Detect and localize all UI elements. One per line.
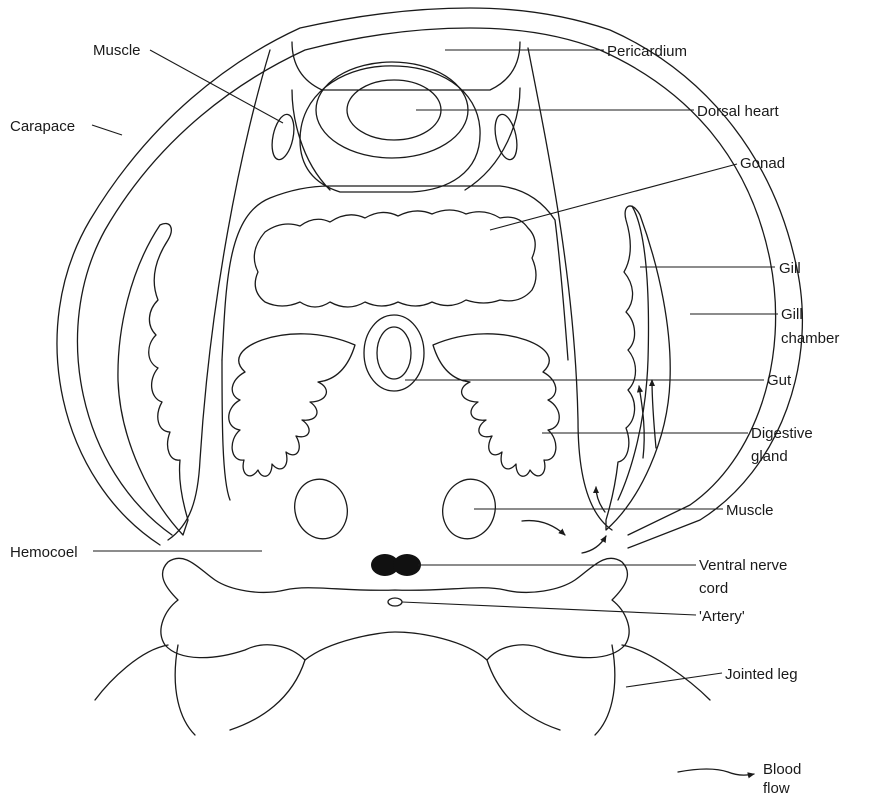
legend-blood-flow-line2: flow [763,780,790,797]
label-dorsal-heart: Dorsal heart [697,103,780,120]
label-muscle-top: Muscle [93,42,141,59]
label-carapace: Carapace [10,118,75,135]
gill-right-shape [606,206,670,530]
label-jointed-leg: Jointed leg [725,666,798,683]
label-ventral-nerve-cord-line1: Ventral nerve [699,557,787,574]
leg-bases-shape [95,558,710,735]
label-muscle-bottom: Muscle [726,502,774,519]
label-gill: Gill [779,260,801,277]
blood-flow-arrows [522,380,656,553]
label-digestive-gland-line1: Digestive [751,425,813,442]
legend-blood-flow-line1: Blood [763,761,801,778]
ventral-nerve-cord-shape [371,554,421,576]
digestive-gland-left [229,334,355,476]
legend-blood-flow: Blood flow [678,761,801,797]
label-digestive-gland-line2: gland [751,448,788,465]
muscle-bottom-shapes [288,473,502,544]
label-hemocoel: Hemocoel [10,544,78,561]
label-gill-chamber-line1: Gill [781,306,803,323]
label-gut: Gut [767,372,792,389]
label-ventral-nerve-cord-line2: cord [699,580,728,597]
dorsal-heart-shape [292,62,520,192]
label-pericardium: Pericardium [607,43,687,60]
artery-shape [388,598,402,606]
gonad-shape [254,210,536,307]
digestive-gland-right [433,334,559,476]
blood-flow-arrow-icon [678,769,754,775]
carapace-shape [57,8,802,548]
label-gill-chamber-line2: chamber [781,330,839,347]
gill-left-shape [118,223,188,535]
leader-lines [92,50,778,687]
label-gonad: Gonad [740,155,785,172]
label-artery: 'Artery' [699,608,745,625]
